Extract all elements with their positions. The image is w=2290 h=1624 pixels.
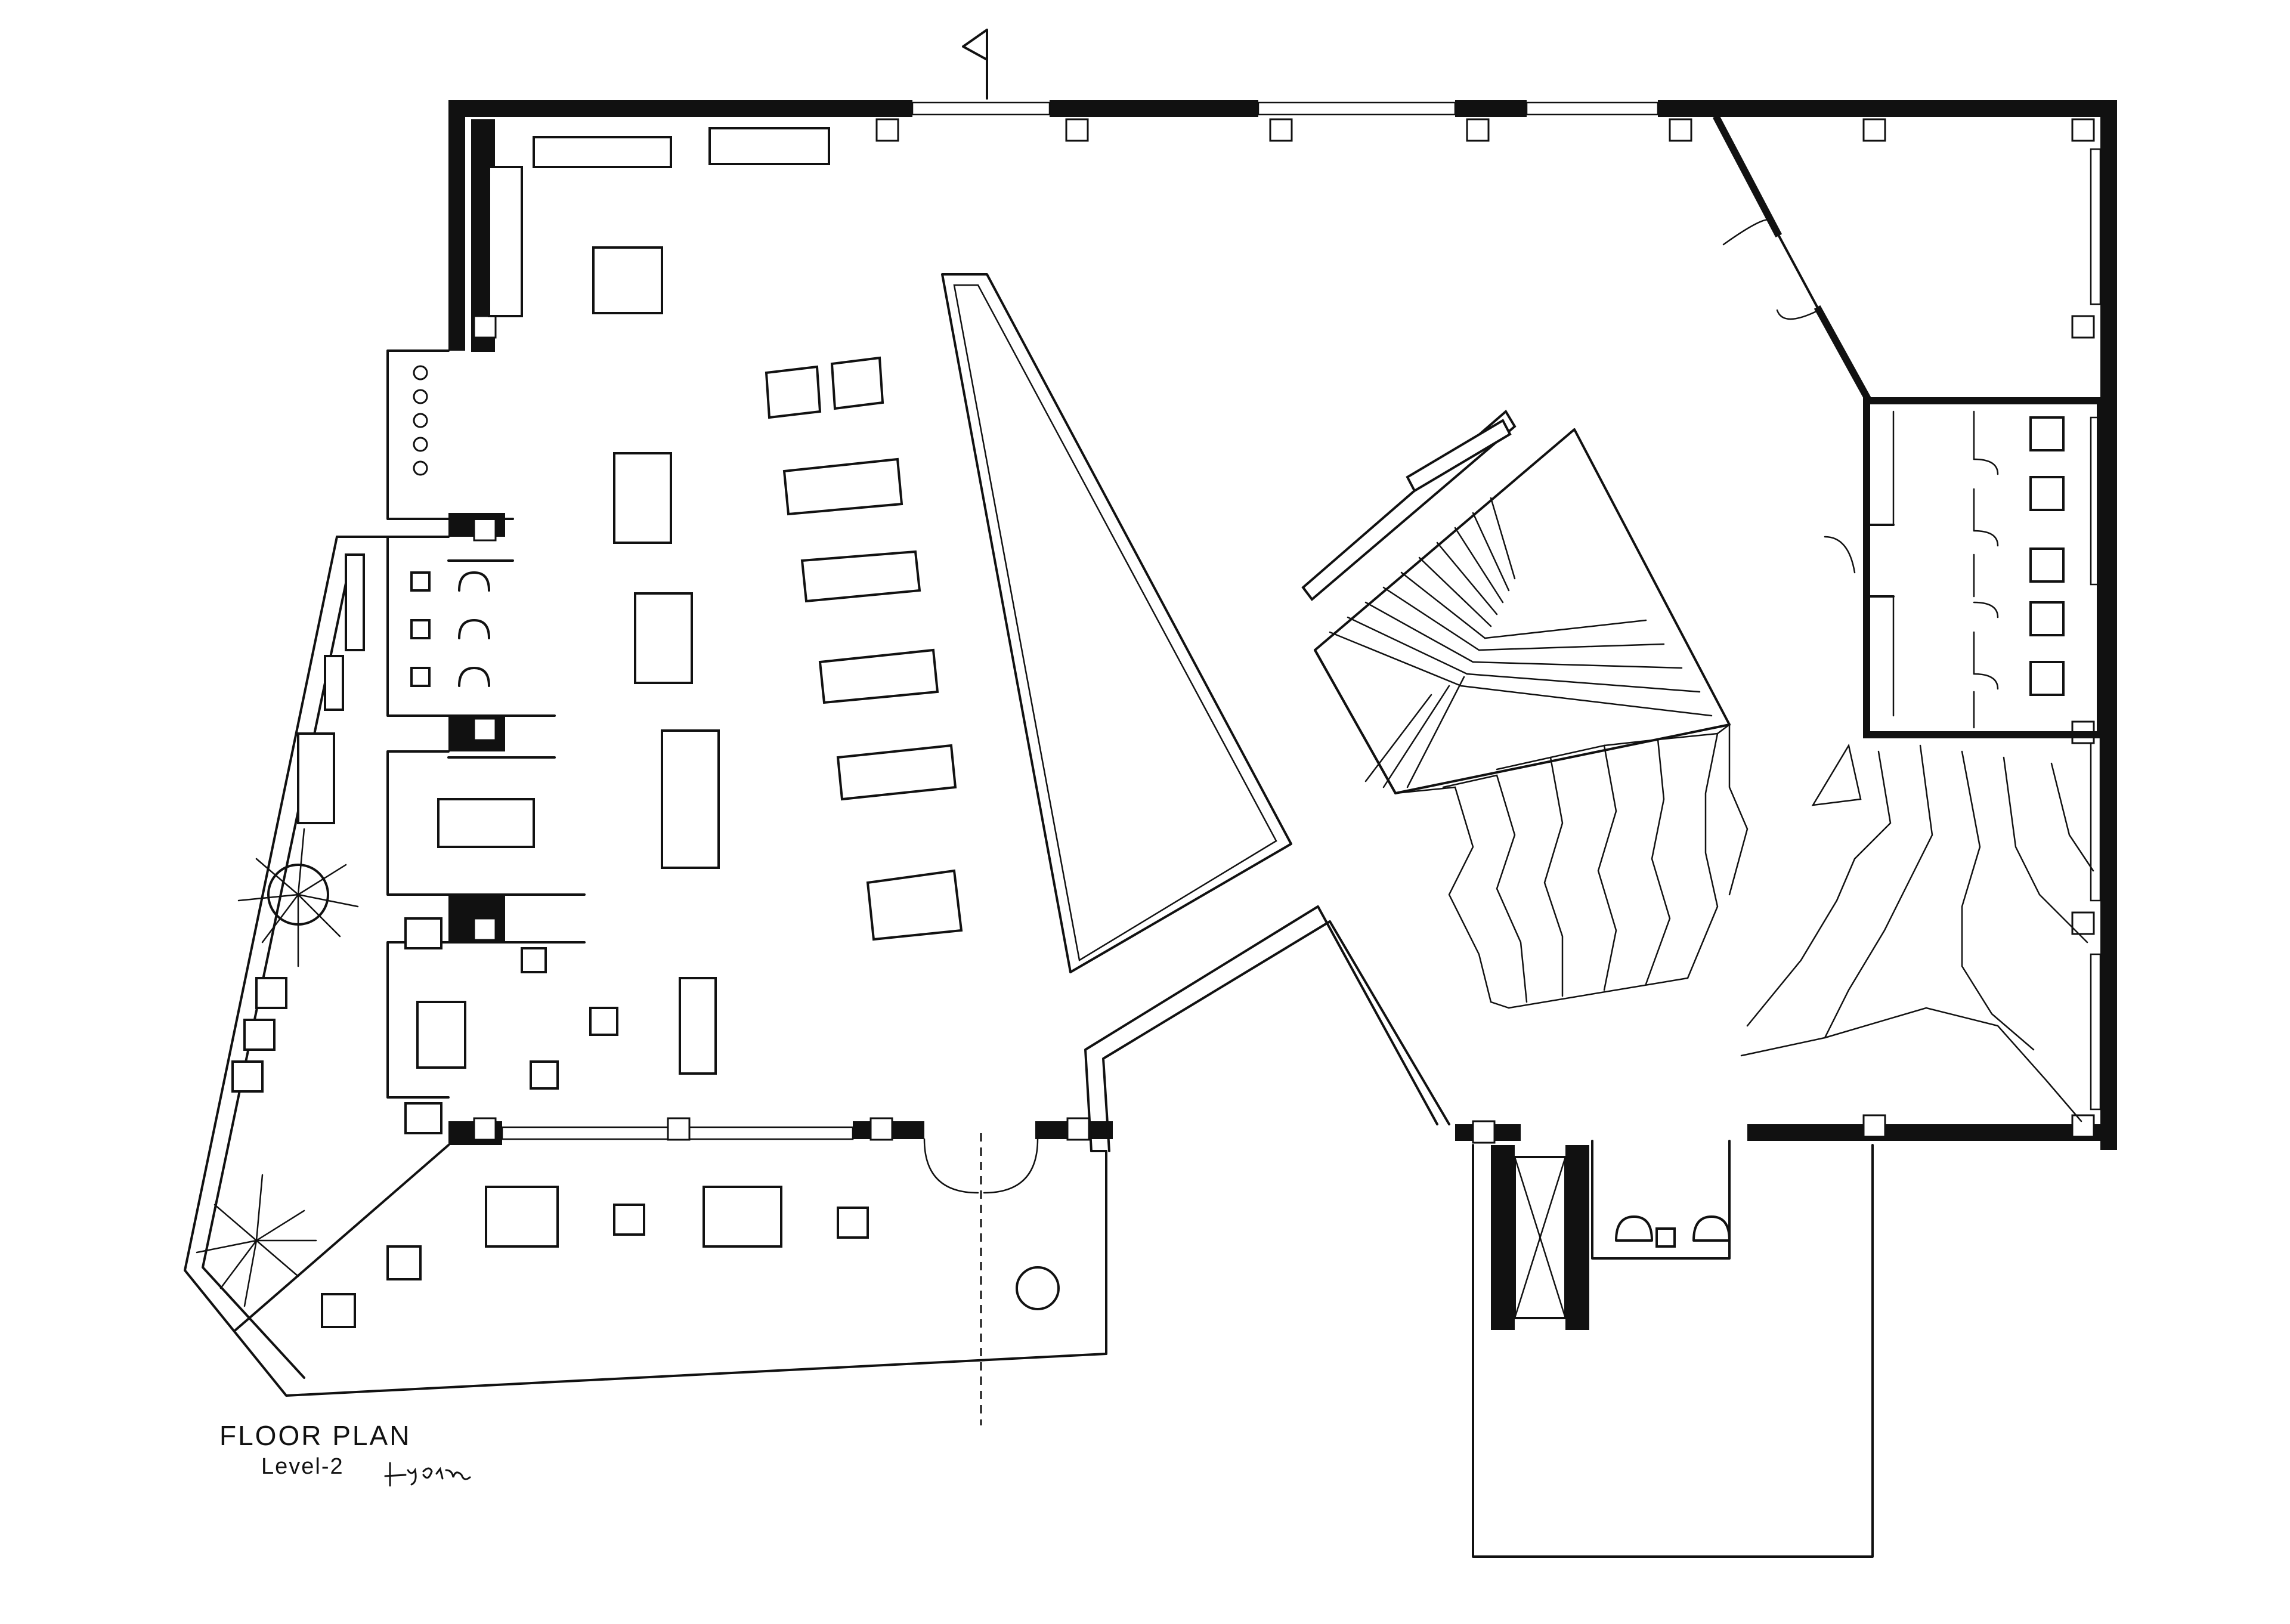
hall-furniture bbox=[488, 127, 963, 1090]
planter-boxes bbox=[231, 553, 442, 1134]
east-wing bbox=[1712, 114, 2104, 738]
terrace-seating bbox=[321, 1186, 1060, 1328]
tree-icon bbox=[196, 1174, 317, 1307]
structural-columns bbox=[473, 118, 2095, 1144]
connector-walls bbox=[1084, 905, 1450, 1152]
drawing-title: FLOOR PLAN bbox=[219, 1420, 411, 1451]
stair-icon bbox=[1301, 409, 1731, 794]
south-entry bbox=[1472, 1140, 1874, 1558]
side-bays bbox=[386, 349, 586, 1099]
drawing-level: Level-2 bbox=[261, 1454, 344, 1479]
contour-lines-icon bbox=[1394, 723, 1749, 1009]
signature-mark bbox=[384, 1462, 471, 1487]
triangular-void bbox=[941, 273, 1292, 973]
north-arrow-icon bbox=[962, 29, 988, 100]
east-contour-lines bbox=[1740, 743, 2094, 1122]
tree-icon bbox=[237, 828, 359, 967]
